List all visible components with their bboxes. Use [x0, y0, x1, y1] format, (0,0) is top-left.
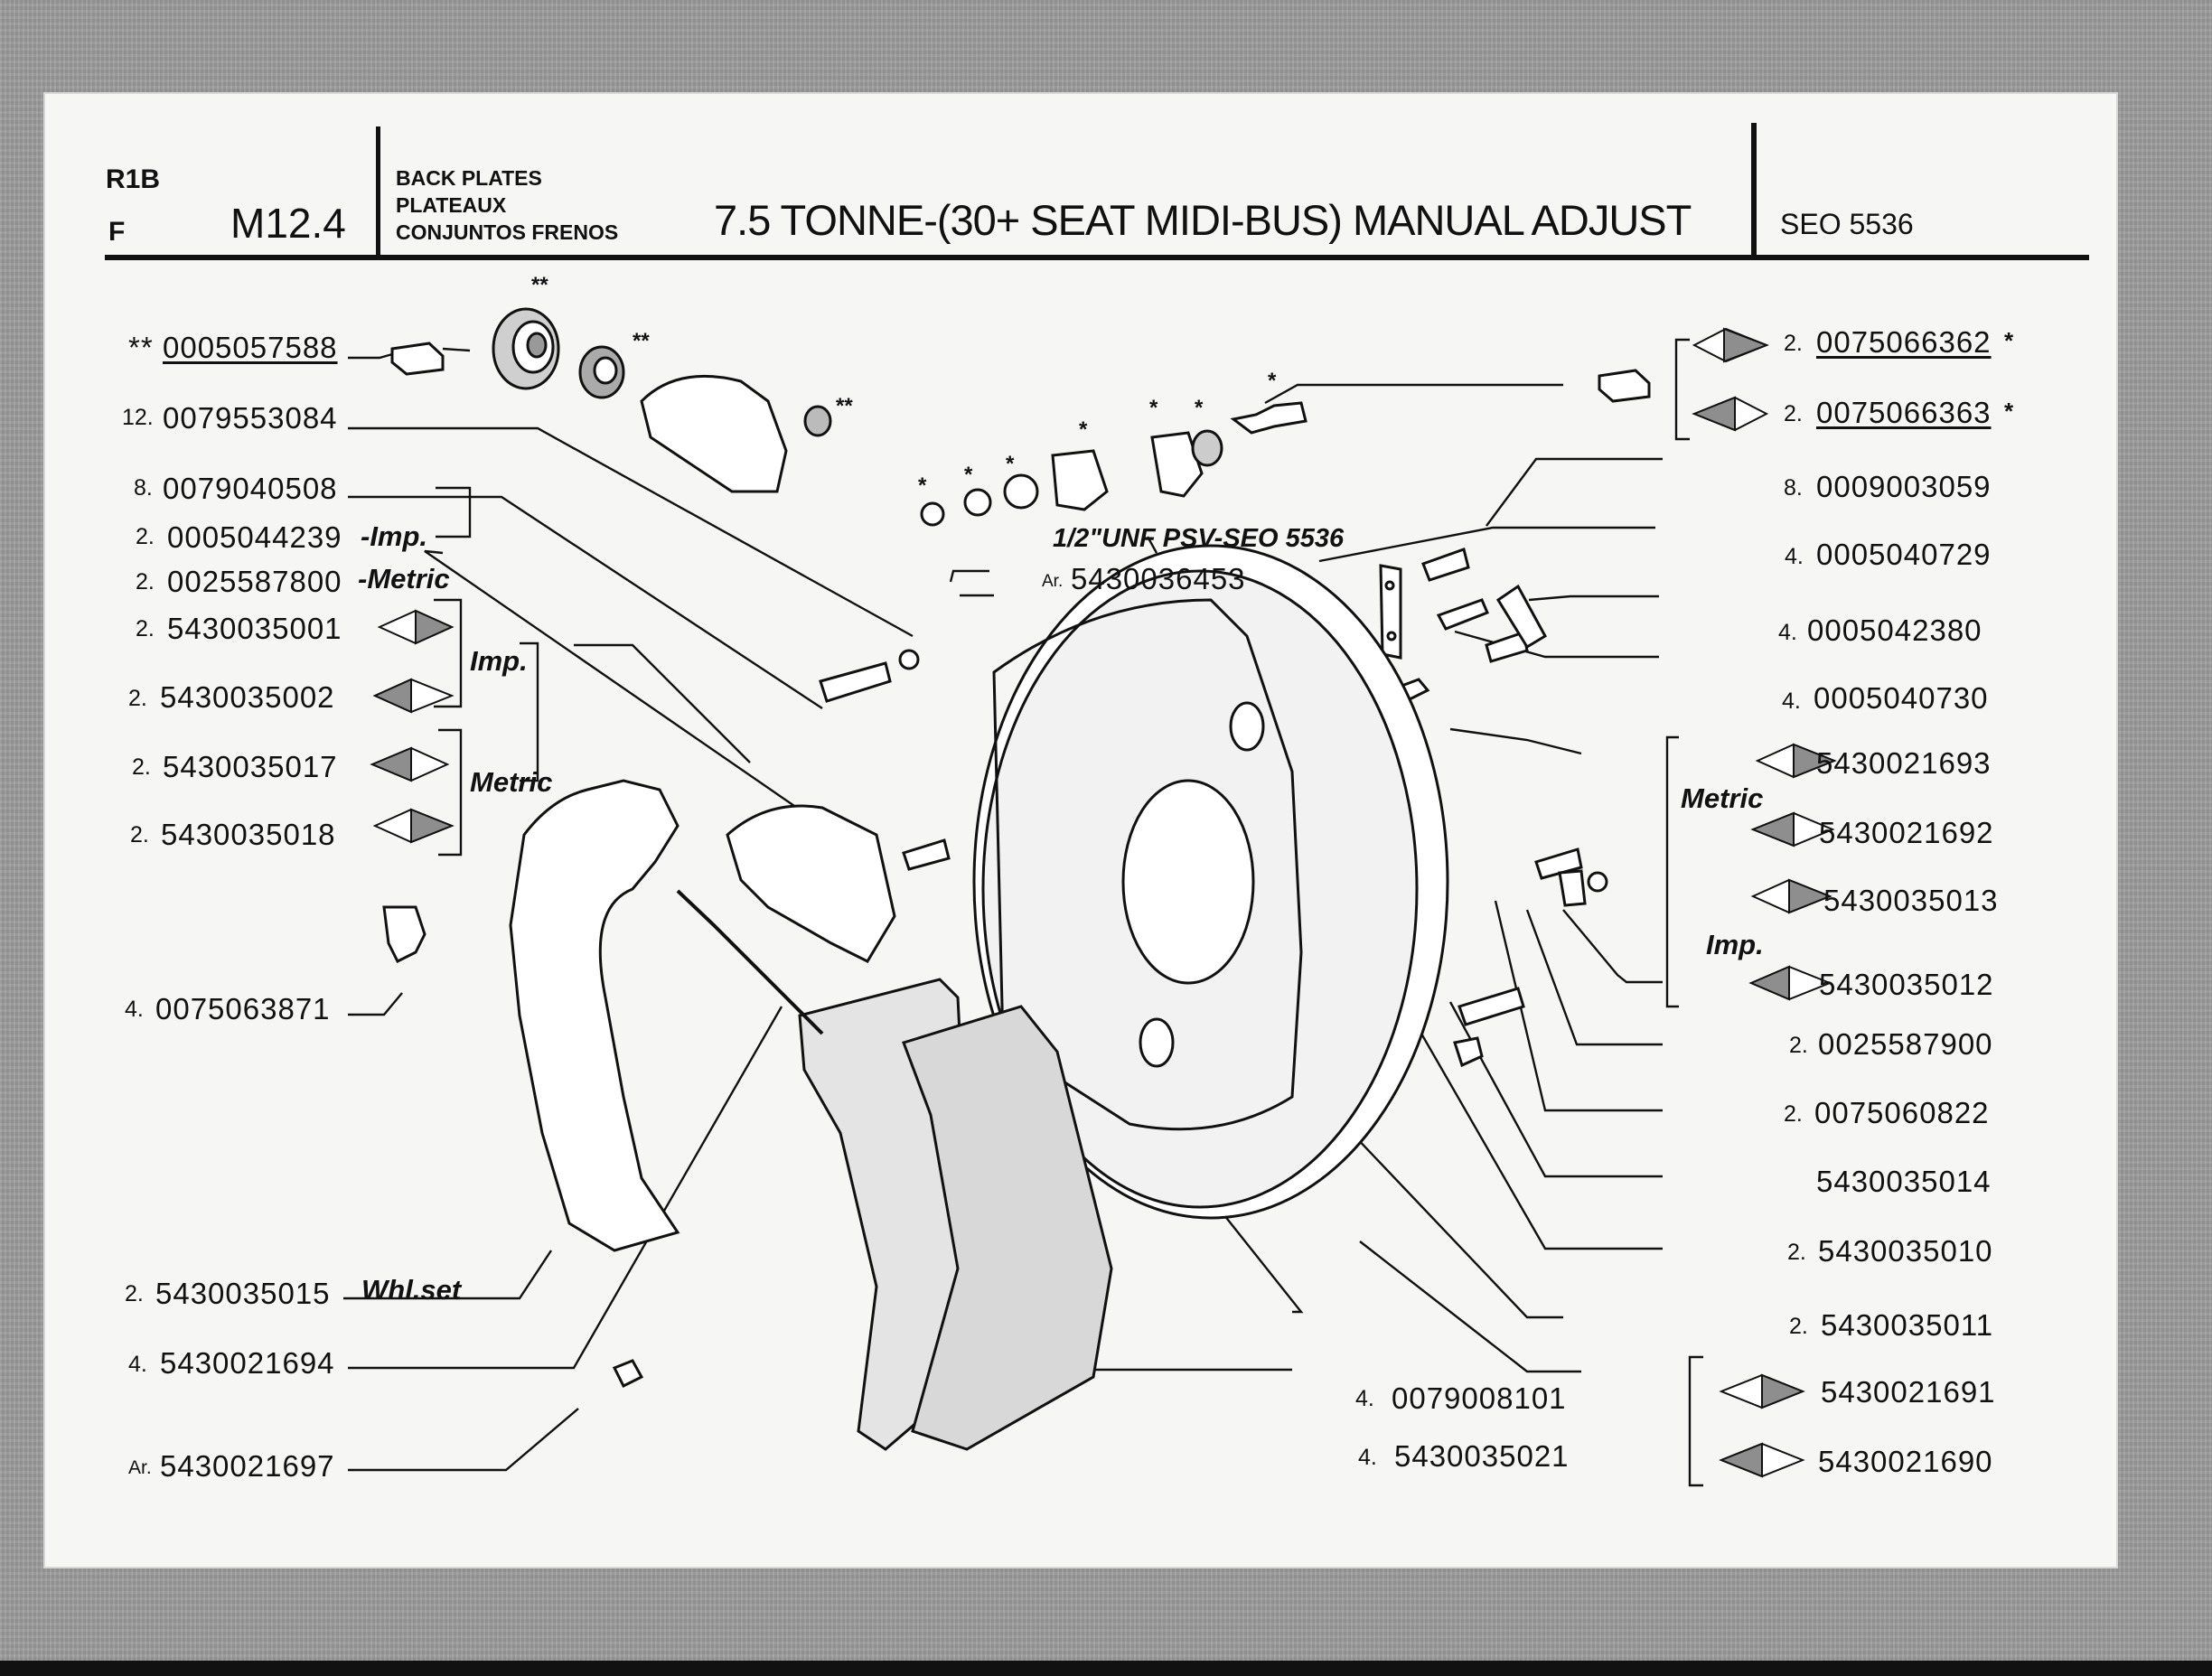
part-number[interactable]: 5430021690: [1818, 1445, 1993, 1478]
part-qty: 4.: [1358, 1445, 1377, 1470]
part-qty: 2.: [136, 569, 155, 595]
double-star-mark: **: [836, 394, 853, 418]
triangle-markers: [370, 327, 1837, 1478]
part-note: -Imp.: [361, 520, 428, 552]
part-number[interactable]: 5430035014: [1816, 1165, 1992, 1198]
star-mark: *: [1079, 417, 1088, 442]
part-number[interactable]: 0025587800: [167, 565, 342, 598]
header-divider-2: [1751, 123, 1757, 258]
part-number[interactable]: 0075060822: [1814, 1096, 1990, 1129]
part-qty: 4.: [1355, 1386, 1374, 1411]
part-qty: 2.: [130, 822, 149, 847]
part-number[interactable]: 0005057588: [163, 331, 338, 364]
part-qty: 8.: [134, 475, 153, 501]
part-qty: 2.: [1789, 1033, 1808, 1058]
section-title-en: BACK PLATES: [396, 166, 542, 190]
part-number[interactable]: 0075063871: [155, 992, 331, 1025]
part-number[interactable]: 5430035015: [155, 1277, 331, 1310]
part-number[interactable]: 0075066362: [1816, 325, 1992, 359]
part-number[interactable]: 5430021694: [160, 1346, 335, 1380]
part-qty: 4.: [1785, 544, 1804, 569]
group-label-imp: Imp.: [1706, 929, 1764, 960]
stars-prefix: **: [128, 331, 154, 364]
thread-note: 1/2"UNF PSV-SEO 5536: [1053, 524, 1345, 553]
part-qty: 2.: [132, 754, 151, 780]
part-qty: 4.: [1778, 620, 1797, 645]
header-divider-1: [376, 126, 380, 260]
star-mark: *: [1006, 452, 1015, 476]
part-number[interactable]: 0075066363: [1816, 396, 1992, 429]
part-number[interactable]: 5430035001: [167, 612, 342, 645]
double-star-mark: **: [633, 329, 650, 353]
part-qty: 2.: [1787, 1240, 1806, 1265]
star-mark: *: [1195, 396, 1204, 420]
part-note: -Metric: [358, 563, 450, 595]
part-number[interactable]: 5430035018: [161, 818, 336, 851]
section-title-fr: PLATEAUX: [396, 193, 507, 217]
star-mark: *: [1149, 396, 1158, 420]
part-number[interactable]: 5430021697: [160, 1449, 335, 1483]
page-number: M12.4: [230, 200, 346, 247]
group-label-metric: Metric: [1681, 782, 1764, 814]
part-number[interactable]: 0005042380: [1807, 613, 1982, 647]
part-qty: 2.: [128, 686, 147, 711]
part-qty: Ar.: [128, 1457, 152, 1478]
part-number[interactable]: 0009003059: [1816, 470, 1992, 503]
part-qty: 2.: [125, 1281, 144, 1306]
part-qty: 2.: [136, 524, 155, 549]
part-qty: 4.: [1782, 688, 1801, 714]
part-number[interactable]: 5430035021: [1394, 1439, 1570, 1473]
star-mark: *: [1268, 369, 1277, 393]
part-number[interactable]: 5430036453: [1071, 562, 1246, 595]
part-number[interactable]: 0025587900: [1818, 1027, 1993, 1061]
part-number[interactable]: 5430035017: [163, 750, 338, 783]
part-qty: 12.: [122, 405, 154, 430]
part-qty: 4.: [128, 1352, 147, 1377]
right-brackets: [1665, 338, 1703, 1487]
part-number[interactable]: 5430035002: [160, 680, 335, 714]
page-title: 7.5 TONNE-(30+ SEAT MIDI-BUS) MANUAL ADJ…: [714, 196, 1692, 244]
catalog-sheet: R1B F M12.4 BACK PLATES PLATEAUX CONJUNT…: [45, 94, 2116, 1567]
part-number[interactable]: 0079553084: [163, 401, 338, 435]
section-title-es: CONJUNTOS FRENOS: [396, 220, 619, 244]
header-rule: [105, 255, 2089, 260]
part-qty: 2.: [1784, 331, 1803, 356]
part-qty: 8.: [1784, 475, 1803, 501]
part-number[interactable]: 5430021693: [1816, 746, 1992, 780]
parts: [382, 307, 1651, 1451]
part-note: Whl.set: [361, 1274, 462, 1306]
header-code-r1b: R1B: [106, 164, 161, 194]
double-star-mark: **: [531, 273, 548, 297]
part-qty: 2.: [1784, 1101, 1803, 1127]
part-number[interactable]: 5430035012: [1819, 968, 1994, 1001]
part-number[interactable]: 0079040508: [163, 472, 338, 505]
part-number[interactable]: 0005044239: [167, 520, 342, 554]
part-number[interactable]: 5430035010: [1818, 1234, 1993, 1268]
part-qty: 2.: [136, 616, 155, 641]
group-label-metric: Metric: [470, 766, 553, 798]
part-number[interactable]: 5430021692: [1819, 816, 1994, 849]
part-qty: 2.: [1784, 401, 1803, 426]
group-label-imp: Imp.: [470, 645, 528, 677]
part-number[interactable]: 0005040730: [1814, 681, 1989, 715]
exploded-diagram: [343, 307, 1837, 1487]
star-mark: *: [964, 463, 973, 487]
part-number[interactable]: 0005040729: [1816, 538, 1992, 571]
star-mark: *: [2004, 327, 2014, 354]
star-mark: *: [2004, 398, 2014, 425]
part-number[interactable]: 5430021691: [1821, 1375, 1996, 1409]
bottom-edge-strip: [0, 1661, 2212, 1676]
model-code: SEO 5536: [1780, 208, 1914, 240]
part-number[interactable]: 0079008101: [1392, 1381, 1567, 1415]
header-code-f: F: [108, 217, 126, 247]
left-brackets: [434, 486, 539, 857]
part-number[interactable]: 5430035013: [1823, 884, 1999, 917]
part-qty: Ar.: [1042, 572, 1064, 591]
part-qty: 4.: [125, 997, 144, 1022]
part-number[interactable]: 5430035011: [1821, 1308, 1994, 1342]
part-qty: 2.: [1789, 1314, 1808, 1339]
star-mark: *: [918, 473, 927, 498]
